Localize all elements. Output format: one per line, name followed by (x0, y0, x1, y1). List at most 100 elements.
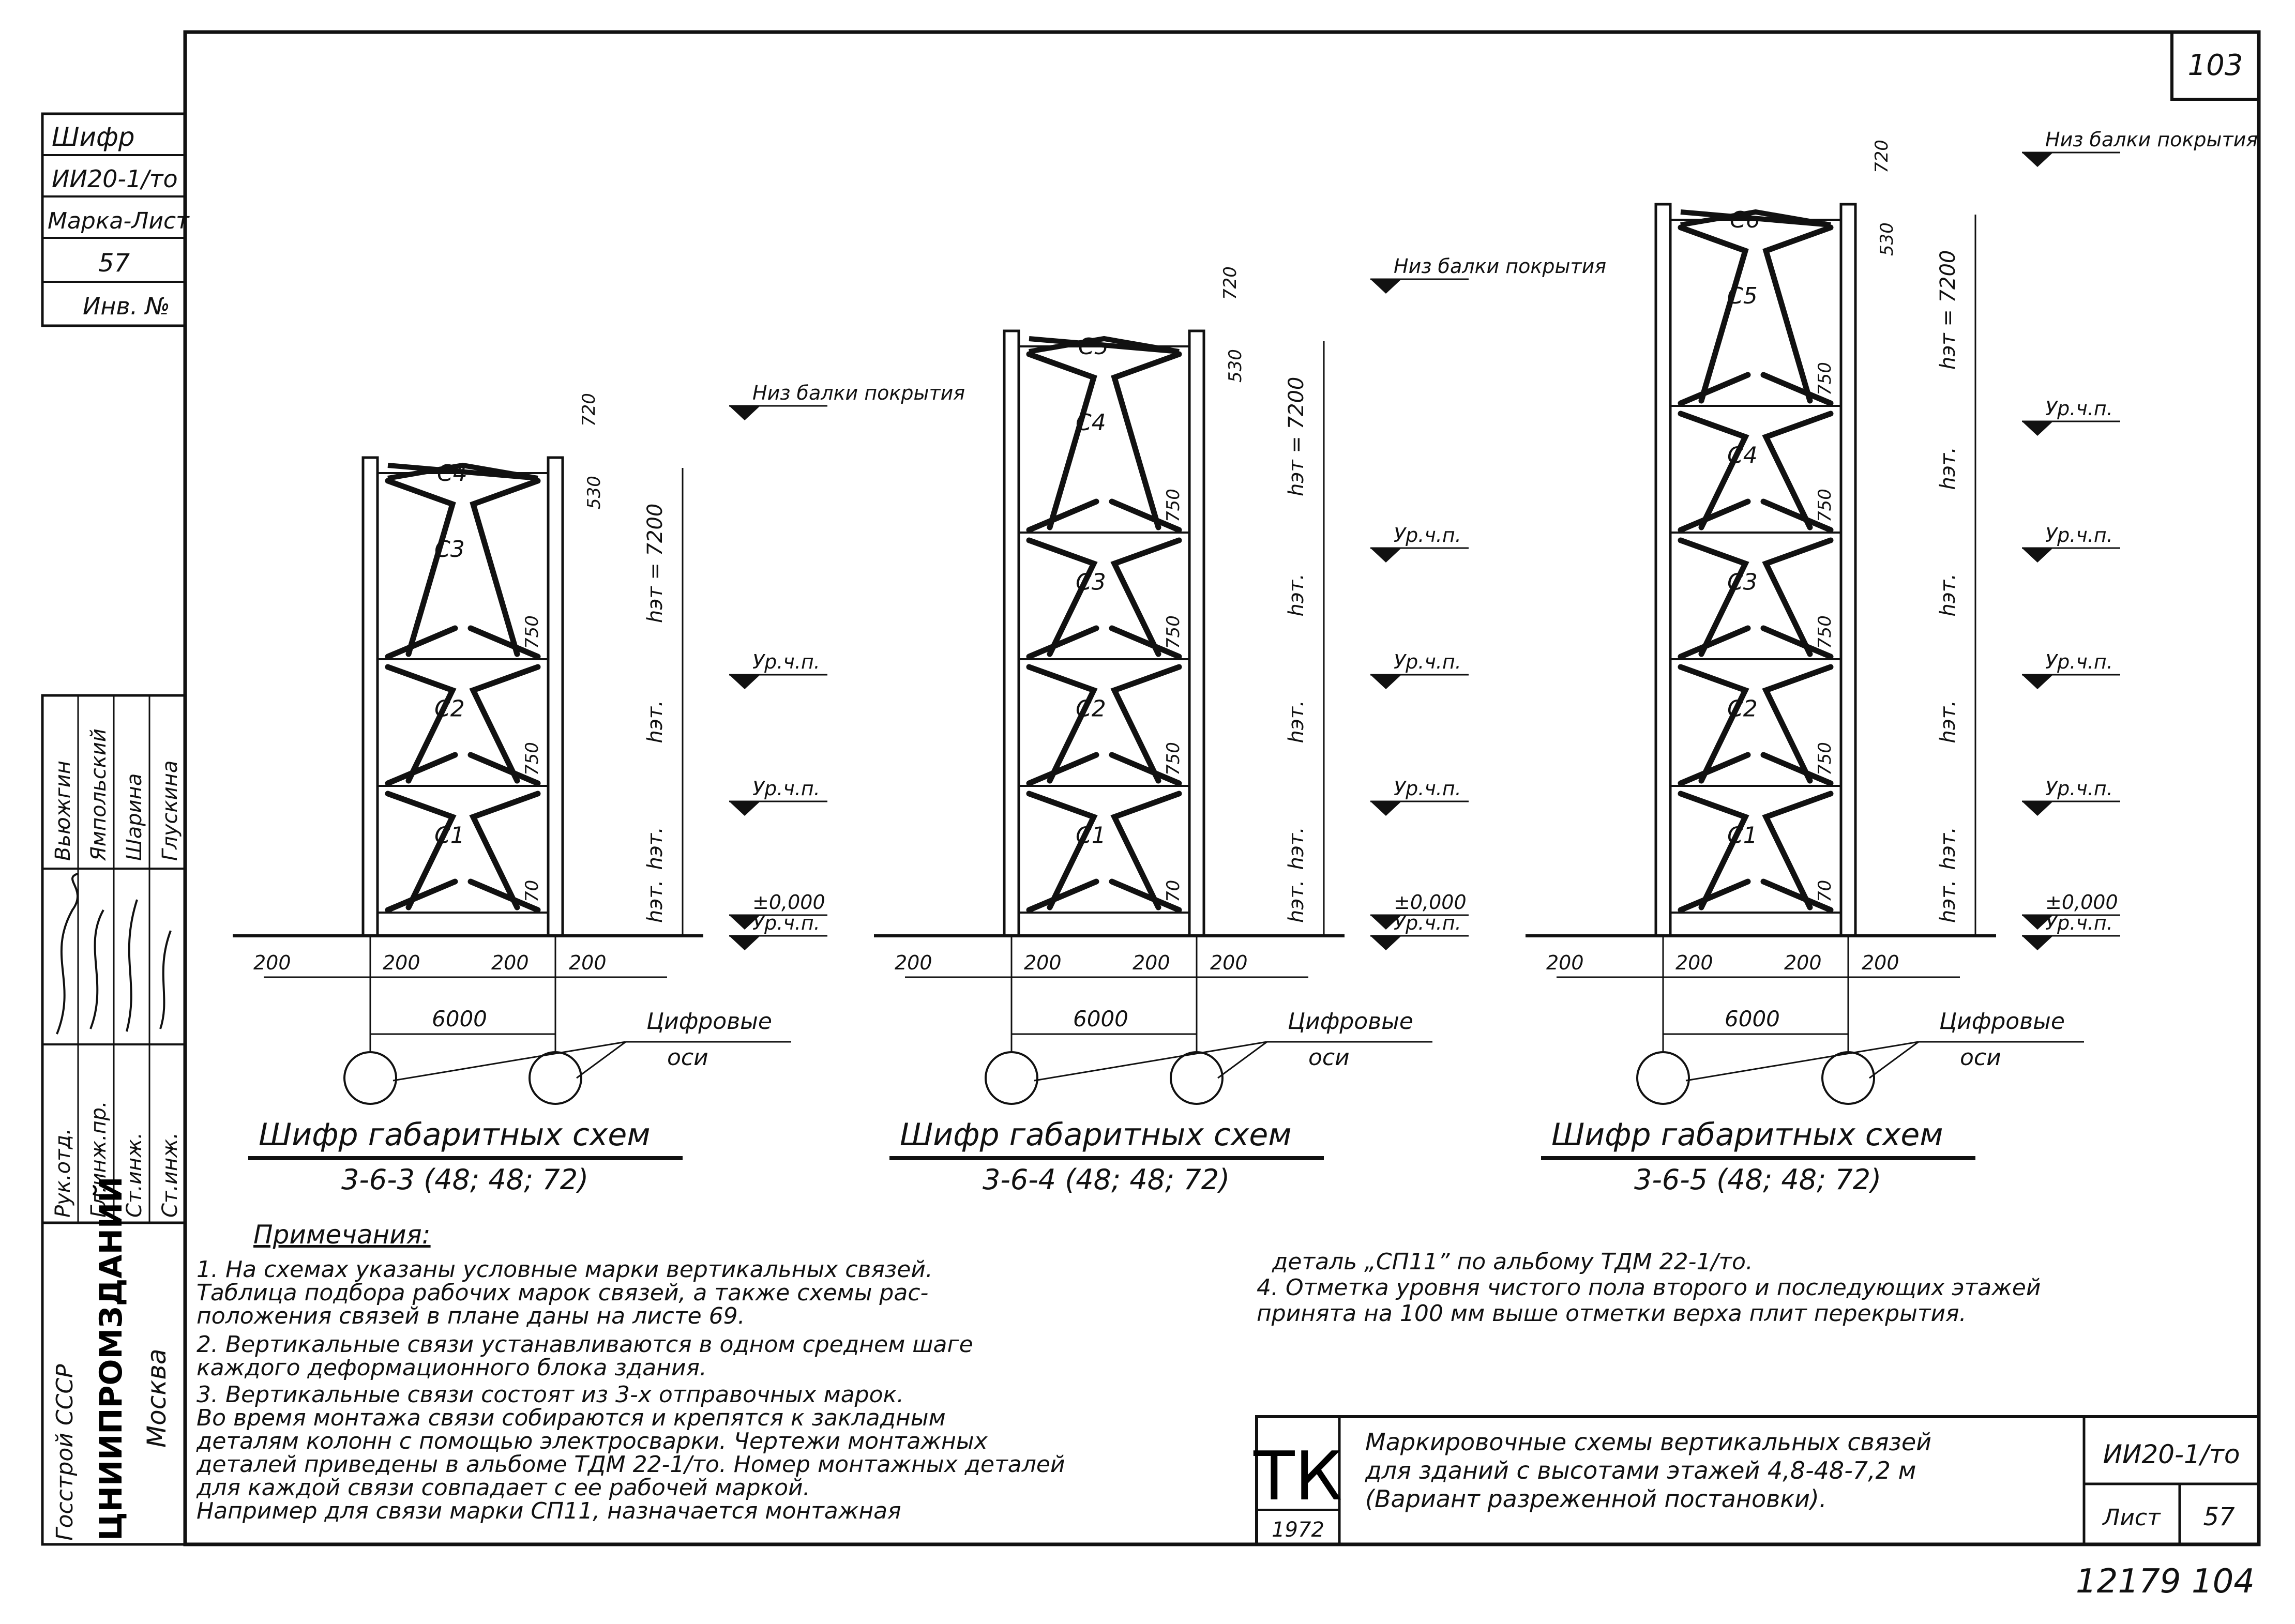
floor-level-triangle (1370, 548, 1401, 563)
handwritten-signature-3 (126, 899, 138, 1032)
axis-circle-left (985, 1051, 1038, 1105)
dim-col-d: 200 (1210, 951, 1248, 974)
scheme-code: 3-6-5 (48; 48; 72) (1634, 1163, 1881, 1196)
scheme-title: Шифр габаритных схем (900, 1117, 1292, 1153)
dim-h-top: hэт = 7200 (1285, 377, 1308, 496)
zero-level-triangle (1370, 915, 1401, 930)
dim-h-top: hэт = 7200 (643, 504, 667, 623)
note-right-3: принята на 100 мм выше отметки верха пли… (1257, 1300, 1967, 1327)
dim-col-c: 200 (1133, 951, 1170, 974)
dim-720: 720 (1220, 266, 1241, 300)
axis-leader-1 (392, 1041, 626, 1082)
brace-label: С2 (1727, 695, 1758, 722)
ground-floor-level-triangle (2022, 936, 2053, 950)
brace-label: С5 (1727, 283, 1758, 309)
floor-level-triangle (729, 801, 760, 816)
dim-col-a: 200 (895, 951, 932, 974)
brace-lower (1026, 752, 1182, 786)
dim-span: 6000 (1725, 1006, 1780, 1031)
floor-level-label: Ур.ч.п. (1394, 524, 1461, 547)
dim-h-floor: hэт. (1285, 573, 1308, 616)
note-line-5: каждого деформационного блока здания. (197, 1355, 707, 1381)
axis-circle-right (1821, 1051, 1875, 1105)
title-year: 1972 (1272, 1518, 1324, 1542)
column-left (1003, 329, 1020, 937)
handwritten-signature-2 (89, 909, 104, 1029)
sig-name-4: Глускина (158, 761, 182, 861)
dim-750: 750 (1815, 489, 1835, 522)
brace-lower (1026, 625, 1182, 660)
brace-lower (385, 625, 541, 660)
org-block: Госстрой СССР ЦНИИПРОМЗДАНИЙ Москва (41, 1177, 187, 1546)
dim-h-ground: hэт. (643, 880, 667, 923)
stamp-row-3: Марка-Лист (48, 208, 190, 234)
column-left (361, 456, 379, 937)
floor-level-label: Ур.ч.п. (752, 650, 820, 673)
floor-level-label: Ур.ч.п. (1394, 650, 1461, 673)
note-line-4: 2. Вертикальные связи устанавливаются в … (197, 1331, 973, 1358)
dim-span: 6000 (1073, 1006, 1128, 1031)
floor-level-label: Ур.ч.п. (2045, 524, 2113, 547)
roof-level-label: Низ балки покрытия (1394, 255, 1606, 278)
stamp-row-5: Инв. № (83, 292, 170, 320)
ground-floor-level-label: Ур.ч.п. (752, 912, 820, 934)
sig-role-4: Ст.инж. (158, 1132, 182, 1218)
axes-label-1: Цифровые (1939, 1008, 2065, 1035)
note-line-3: положения связей в плане даны на листе 6… (197, 1303, 745, 1329)
dim-750: 70 (1815, 880, 1835, 902)
floor-level-label: Ур.ч.п. (2045, 777, 2113, 800)
brace-lower (1678, 878, 1834, 913)
zero-level-triangle (2022, 915, 2053, 930)
zero-level-triangle (729, 915, 760, 930)
floor-level-triangle (729, 675, 760, 689)
axis-leader-1 (1685, 1041, 1919, 1082)
dim-h-floor: hэт. (1936, 573, 1960, 616)
zero-level-label: ±0,000 (2045, 891, 2118, 914)
title-description-3: (Вариант разреженной постановки). (1365, 1485, 1826, 1513)
org-institute: ЦНИИПРОМЗДАНИЙ (92, 1177, 129, 1541)
brace-lower (385, 752, 541, 786)
brace-lower (1026, 878, 1182, 913)
floor-level-triangle (2022, 548, 2053, 563)
brace-label: С2 (434, 695, 465, 722)
side-stamp: Шифр ИИ20-1/то Марка-Лист 57 Инв. № (41, 112, 190, 327)
brace-label: С3 (434, 536, 465, 563)
title-code: ИИ20-1/то (2103, 1439, 2240, 1469)
zero-level-label: ±0,000 (752, 891, 825, 914)
org-city: Москва (142, 1348, 172, 1448)
dim-h-floor: hэт. (643, 700, 667, 743)
scheme-code: 3-6-4 (48; 48; 72) (983, 1163, 1230, 1196)
dim-col-c: 200 (491, 951, 529, 974)
zero-level-label: ±0,000 (1394, 891, 1467, 914)
brace-lower (1678, 498, 1834, 533)
note-right-2: 4. Отметка уровня чистого пола второго и… (1257, 1274, 2041, 1301)
dim-750: 750 (1815, 615, 1835, 649)
brace (1678, 664, 1834, 784)
dim-720: 720 (579, 393, 599, 427)
ground-floor-level-label: Ур.ч.п. (1394, 912, 1461, 934)
page-number: 103 (2188, 49, 2243, 82)
title-block: ТК 1972 Маркировочные схемы вертикальных… (1253, 1415, 2260, 1546)
scheme-code: 3-6-3 (48; 48; 72) (341, 1163, 588, 1196)
dim-span: 6000 (432, 1006, 487, 1031)
title-mark: ТК (1253, 1437, 1342, 1515)
sig-role-3: Ст.инж. (123, 1132, 146, 1218)
brace-top (387, 462, 538, 481)
notes-block: Примечания: 1. На схемах указаны условны… (196, 1220, 2041, 1524)
dim-col-c: 200 (1784, 951, 1822, 974)
column-right (1839, 203, 1857, 937)
brace-label: С1 (1076, 822, 1106, 848)
floor-level-triangle (2022, 421, 2053, 436)
note-line-11: Например для связи марки СП11, назначает… (197, 1498, 901, 1524)
scheme-title: Шифр габаритных схем (259, 1117, 651, 1153)
org-ministry: Госстрой СССР (52, 1364, 78, 1541)
scheme-title: Шифр габаритных схем (1551, 1117, 1943, 1153)
floor-level-triangle (2022, 801, 2053, 816)
ground-floor-level-label: Ур.ч.п. (2045, 912, 2113, 934)
brace (1678, 224, 1834, 404)
brace (1026, 791, 1182, 910)
dim-750: 750 (1163, 742, 1184, 776)
